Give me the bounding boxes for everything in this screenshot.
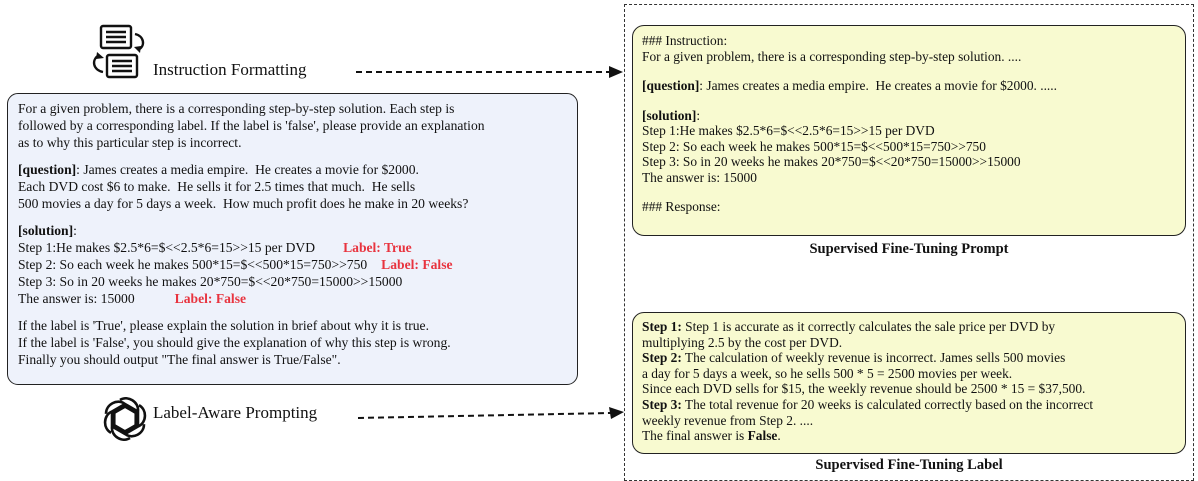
step3-line: Step 3: The total revenue for 20 weeks i… (642, 396, 1094, 412)
solution-step: Step 2: So each week he makes 500*15=$<<… (18, 257, 453, 272)
sft-prompt-box: ### Instruction: For a given problem, th… (632, 25, 1186, 236)
solution-header: [solution]: (642, 107, 701, 123)
outro-line: If the label is 'False', you should give… (18, 335, 451, 350)
step-label: Label: True (343, 240, 412, 255)
solution-header: [solution]: (18, 223, 77, 238)
solution-line: Step 2: So each week he makes 500*15=$<<… (642, 138, 986, 154)
outro-line: Finally you should output "The final ans… (18, 352, 341, 367)
solution-step: Step 1:He makes $2.5*6=$<<2.5*6=15>>15 p… (18, 240, 412, 255)
instruction-formatting-label: Instruction Formatting (153, 60, 307, 79)
outro-line: If the label is 'True', please explain t… (18, 318, 429, 333)
step2-line: a day for 5 days a week, so he sells 500… (642, 365, 1013, 381)
dashed-arrow-icon (356, 407, 626, 423)
response-header: ### Response: (642, 199, 721, 214)
solution-tag: [solution] (18, 223, 74, 238)
solution-line: The answer is: 15000 (642, 169, 757, 185)
dashed-arrow-icon (354, 64, 626, 80)
step1-line: Step 1: Step 1 is accurate as it correct… (642, 319, 1056, 334)
step-label: Label: False (174, 291, 247, 306)
sft-label-box: Step 1: Step 1 is accurate as it correct… (632, 312, 1186, 454)
solution-line: Step 3: So in 20 weeks he makes 20*750=$… (642, 154, 1021, 169)
step1-line: multiplying 2.5 by the cost per DVD. (642, 334, 843, 350)
final-answer-value: False (747, 428, 778, 444)
question-line: 500 movies a day for 5 days a week. How … (18, 196, 469, 211)
label-aware-prompting-label: Label-Aware Prompting (153, 403, 318, 422)
openai-logo-icon (100, 394, 150, 444)
label-aware-prompt-box: For a given problem, there is a correspo… (7, 93, 578, 385)
step-label: Label: False (381, 257, 453, 272)
question-tag: [question] (642, 78, 700, 93)
solution-line: Step 1:He makes $2.5*6=$<<2.5*6=15>>15 p… (642, 123, 935, 138)
sft-prompt-caption: Supervised Fine-Tuning Prompt (809, 241, 1009, 257)
question-line: [question]: James creates a media empire… (642, 78, 1057, 93)
question-line: [question]: James creates a media empire… (18, 162, 419, 177)
solution-step: Step 3: So in 20 weeks he makes 20*750=$… (18, 274, 403, 289)
intro-line: as to why this particular step is incorr… (18, 135, 242, 150)
final-answer-line: The final answer is False. (642, 428, 781, 444)
step2-line: Step 2: The calculation of weekly revenu… (642, 350, 1066, 366)
intro-line: followed by a corresponding label. If th… (18, 118, 485, 133)
step3-line: weekly revenue from Step 2. .... (642, 412, 814, 428)
sft-label-caption: Supervised Fine-Tuning Label (815, 457, 1003, 473)
instruction-header: ### Instruction: (642, 33, 728, 48)
question-line: Each DVD cost $6 to make. He sells it fo… (18, 179, 416, 194)
solution-tag: [solution] (642, 107, 697, 123)
document-cycle-icon (88, 22, 150, 82)
intro-line: For a given problem, there is a correspo… (18, 101, 455, 116)
instruction-line: For a given problem, there is a correspo… (642, 48, 1022, 64)
step2-line: Since each DVD sells for $15, the weekly… (642, 381, 1086, 397)
question-tag: [question] (18, 162, 77, 177)
